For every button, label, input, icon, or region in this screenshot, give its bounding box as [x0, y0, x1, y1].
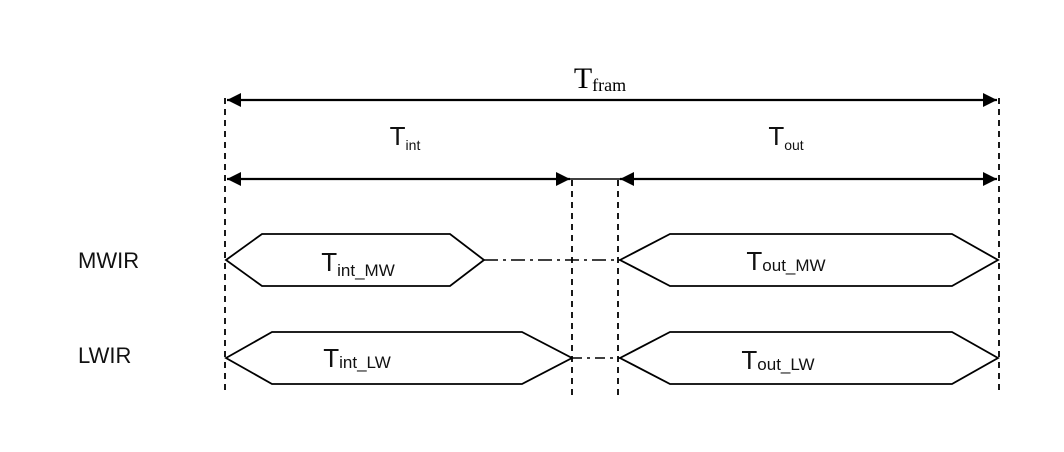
row-label-lwir: LWIR [78, 343, 131, 368]
lwir-readout-segment [618, 331, 1000, 385]
lwir-readout-label: Tout_LW [741, 345, 814, 375]
mwir-readout-label: Tout_MW [746, 246, 825, 276]
mwir-readout-segment [618, 233, 1000, 287]
lwir-integration-label: Tint_LW [323, 343, 391, 373]
integration-time-label: Tint [390, 121, 421, 153]
lwir-integration-segment [224, 331, 574, 385]
mwir-integration-label: Tint_MW [321, 247, 395, 280]
readout-time-label: Tout [768, 121, 803, 153]
frame-period-label: Tfram [574, 62, 626, 95]
row-label-mwir: MWIR [78, 248, 139, 273]
